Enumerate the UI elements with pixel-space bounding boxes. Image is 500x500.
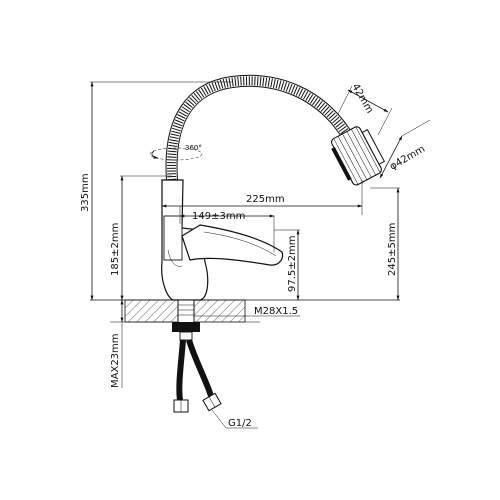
dim-aerator-diameter: φ42mm xyxy=(379,119,431,179)
dim-lever-height: 97.5±2mm xyxy=(287,229,300,301)
dim-lever-reach: 149±3mm xyxy=(179,211,275,222)
label-aerator-diameter: φ42mm xyxy=(388,144,427,173)
lever-handle xyxy=(181,224,284,266)
label-handle-height: 185±2mm xyxy=(110,223,121,276)
dim-outlet-height: 245±5mm xyxy=(387,187,400,301)
label-total-height: 335mm xyxy=(80,173,91,212)
supply-hoses xyxy=(173,339,222,413)
mounting-shank xyxy=(172,299,200,341)
countertop xyxy=(90,299,400,323)
label-spout-reach: 225mm xyxy=(246,194,285,205)
dim-spout-reach: 225mm xyxy=(161,194,363,208)
dim-max-thickness: MAX23mm xyxy=(110,299,124,388)
label-hose-thread: G1/2 xyxy=(228,418,252,429)
extension-lines xyxy=(90,81,400,323)
dim-mount-thread: M28X1.5 xyxy=(194,306,300,317)
dim-total-height: 335mm xyxy=(80,81,94,301)
rotation-label: 360° xyxy=(185,144,202,152)
label-lever-height: 97.5±2mm xyxy=(287,236,298,293)
label-lever-reach: 149±3mm xyxy=(192,211,245,222)
aerator-head xyxy=(330,126,386,186)
rotation-indicator: 360° xyxy=(149,144,203,161)
dim-handle-height: 185±2mm xyxy=(110,175,124,301)
flexible-spout xyxy=(161,74,356,181)
label-max-thickness: MAX23mm xyxy=(110,333,121,388)
label-mount-thread: M28X1.5 xyxy=(254,306,298,317)
label-aerator-length: 42mm xyxy=(349,82,375,115)
dim-hose-thread: G1/2 xyxy=(211,409,258,429)
label-outlet-height: 245±5mm xyxy=(387,223,398,276)
